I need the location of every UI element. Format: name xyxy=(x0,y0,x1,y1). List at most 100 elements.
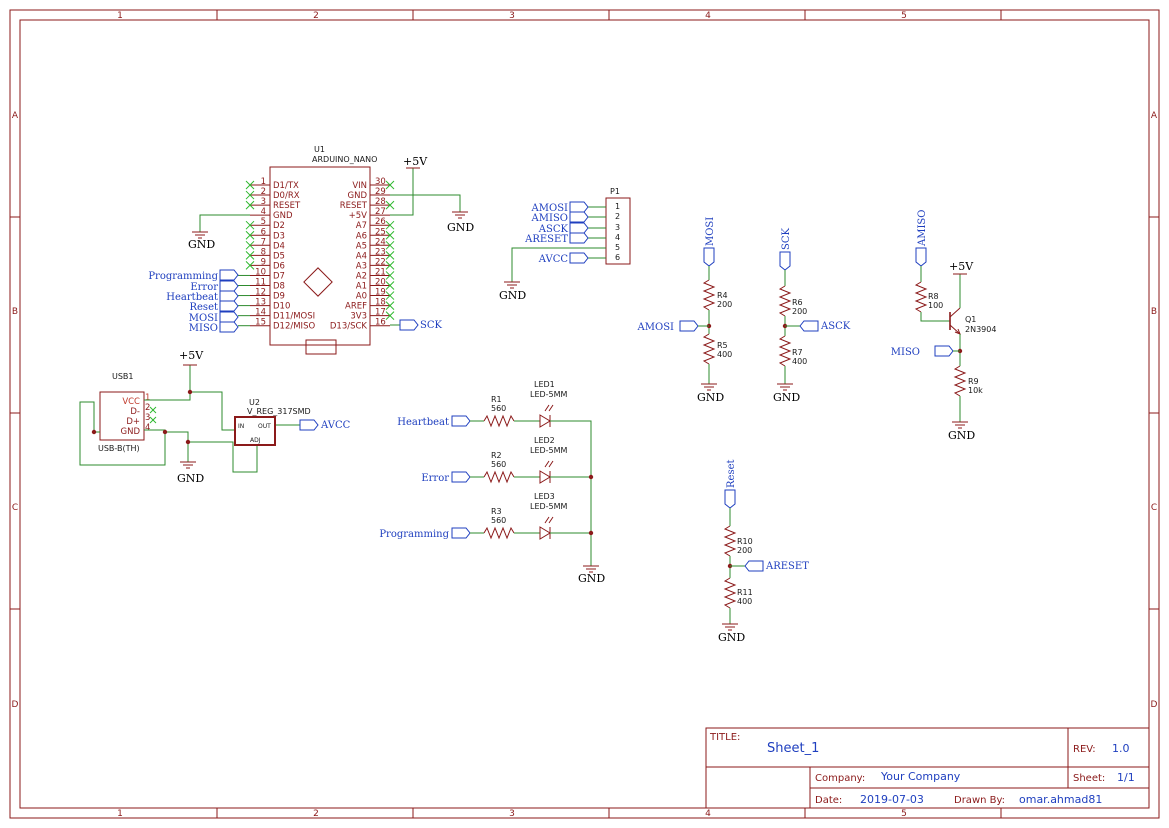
gnd-symbol xyxy=(952,421,968,429)
grid-col-label: 1 xyxy=(117,11,123,21)
avcc-flag xyxy=(299,419,319,431)
p1-connector[interactable]: P1 1 2 3 4 5 6 xyxy=(605,187,631,265)
led-light-icon xyxy=(544,460,554,468)
r10-value: 200 xyxy=(737,546,752,555)
u1-pin-name: D9 xyxy=(273,292,285,302)
r4-ref: R4 xyxy=(717,291,728,300)
u1-pin-name: D6 xyxy=(273,261,285,271)
r5-ref: R5 xyxy=(717,341,728,350)
led1-diode xyxy=(539,414,551,428)
vcc5-label: +5V xyxy=(403,155,428,168)
u1-pin-name: D13/SCK xyxy=(330,322,368,332)
u2-ref: U2 xyxy=(249,398,260,407)
no-connect-mark xyxy=(245,240,255,250)
resistor-r1 xyxy=(483,414,515,428)
p1-pin-number: 4 xyxy=(615,233,620,242)
gnd-label: GND xyxy=(718,631,745,644)
p1-pin-number: 3 xyxy=(615,223,620,232)
u1-pin-number: 18 xyxy=(375,298,386,308)
r9-ref: R9 xyxy=(968,377,979,386)
no-connect-mark xyxy=(385,311,395,321)
net-error: Error xyxy=(421,473,449,484)
u2-value: V_REG_317SMD xyxy=(247,407,311,416)
r1-ref: R1 xyxy=(491,395,502,404)
u1-pin-number: 13 xyxy=(255,298,266,308)
u1-pin-name: D3 xyxy=(273,231,285,241)
usb1-pin-name: VCC xyxy=(122,397,140,407)
u1-pin-number: 12 xyxy=(255,288,266,298)
no-connect-mark xyxy=(245,230,255,240)
drawn-by-label: Drawn By: xyxy=(954,795,1005,806)
net-mosi: MOSI xyxy=(189,313,218,324)
u1-pin-name: RESET xyxy=(273,201,301,211)
u1-pin-name: A2 xyxy=(356,271,367,281)
led1-ref: LED1 xyxy=(534,380,555,389)
u2-regulator[interactable]: U2 V_REG_317SMD IN OUT ADJ AVCC xyxy=(234,398,351,446)
u1-pin-number: 20 xyxy=(375,278,386,288)
usb1-pin-number: 4 xyxy=(145,423,150,433)
net-amosi: AMOSI xyxy=(531,203,569,214)
p1-wires: GND xyxy=(499,206,606,302)
net-avcc: AVCC xyxy=(538,254,569,265)
u1-pin-name: AREF xyxy=(345,302,367,312)
grid-col-label: 1 xyxy=(117,809,123,819)
u1-pin-name: D7 xyxy=(273,271,285,281)
no-connect-mark xyxy=(385,240,395,250)
net-programming: Programming xyxy=(148,271,218,282)
grid-col-label: 4 xyxy=(705,809,711,819)
u1-pin-name: D10 xyxy=(273,302,290,312)
p1-pin-number: 1 xyxy=(615,202,620,211)
p1-pin-number: 2 xyxy=(615,212,620,221)
grid-row-label: C xyxy=(12,503,18,513)
net-avcc: AVCC xyxy=(320,420,351,431)
reset-divider: Reset R10 200 ARESET R11 400 GND xyxy=(718,459,809,644)
u1-pin-number: 26 xyxy=(375,217,386,227)
date-label: Date: xyxy=(815,795,842,806)
net-mosi: MOSI xyxy=(705,217,716,246)
grid-col-label: 5 xyxy=(901,11,907,21)
u1-pin-number: 29 xyxy=(375,187,386,197)
led-light-icon xyxy=(544,516,554,524)
p1-net-flags: AMOSI AMISO ASCK ARESET AVCC xyxy=(524,201,589,265)
u1-pin-name: D2 xyxy=(273,221,285,231)
gnd-symbol xyxy=(180,461,196,469)
r6-value: 200 xyxy=(792,307,807,316)
date-value: 2019-07-03 xyxy=(860,793,924,806)
u1-ref: U1 xyxy=(314,145,325,154)
grid-row-label: C xyxy=(1151,503,1157,513)
gnd-symbol xyxy=(777,383,793,391)
gnd-label: GND xyxy=(773,391,800,404)
usb1-pin-name: D- xyxy=(130,407,140,417)
resistor-r2 xyxy=(483,470,515,484)
grid-row-label: D xyxy=(12,700,19,710)
q1-emitter xyxy=(949,324,961,335)
grid-col-label: 4 xyxy=(705,11,711,21)
u1-pin-number: 2 xyxy=(261,187,266,197)
r10-ref: R10 xyxy=(737,537,753,546)
no-connect-mark xyxy=(245,250,255,260)
u1-chip-icon xyxy=(303,267,333,297)
gnd-symbol xyxy=(504,281,520,289)
net-reset: Reset xyxy=(726,459,737,488)
usb1-connector[interactable]: USB1 VCC D- D+ GND 1 2 3 4 USB-B(TH) xyxy=(98,372,157,453)
p1-body xyxy=(605,197,631,265)
r1-value: 560 xyxy=(491,404,506,413)
q1-value: 2N3904 xyxy=(965,325,996,334)
u1-pin-number: 9 xyxy=(261,257,266,267)
u1-pin-name: D1/TX xyxy=(273,181,299,191)
u1-pin-number: 15 xyxy=(255,318,266,328)
grid-col-label: 5 xyxy=(901,809,907,819)
no-connect-mark xyxy=(385,281,395,290)
vcc5-label: +5V xyxy=(949,260,974,273)
u1-pin-number: 7 xyxy=(261,237,266,247)
net-miso: MISO xyxy=(189,323,218,334)
r11-ref: R11 xyxy=(737,588,753,597)
r2-value: 560 xyxy=(491,460,506,469)
grid-row-label: D xyxy=(1151,700,1158,710)
r3-value: 560 xyxy=(491,516,506,525)
gnd-label: GND xyxy=(578,572,605,585)
net-amosi: AMOSI xyxy=(637,322,675,333)
